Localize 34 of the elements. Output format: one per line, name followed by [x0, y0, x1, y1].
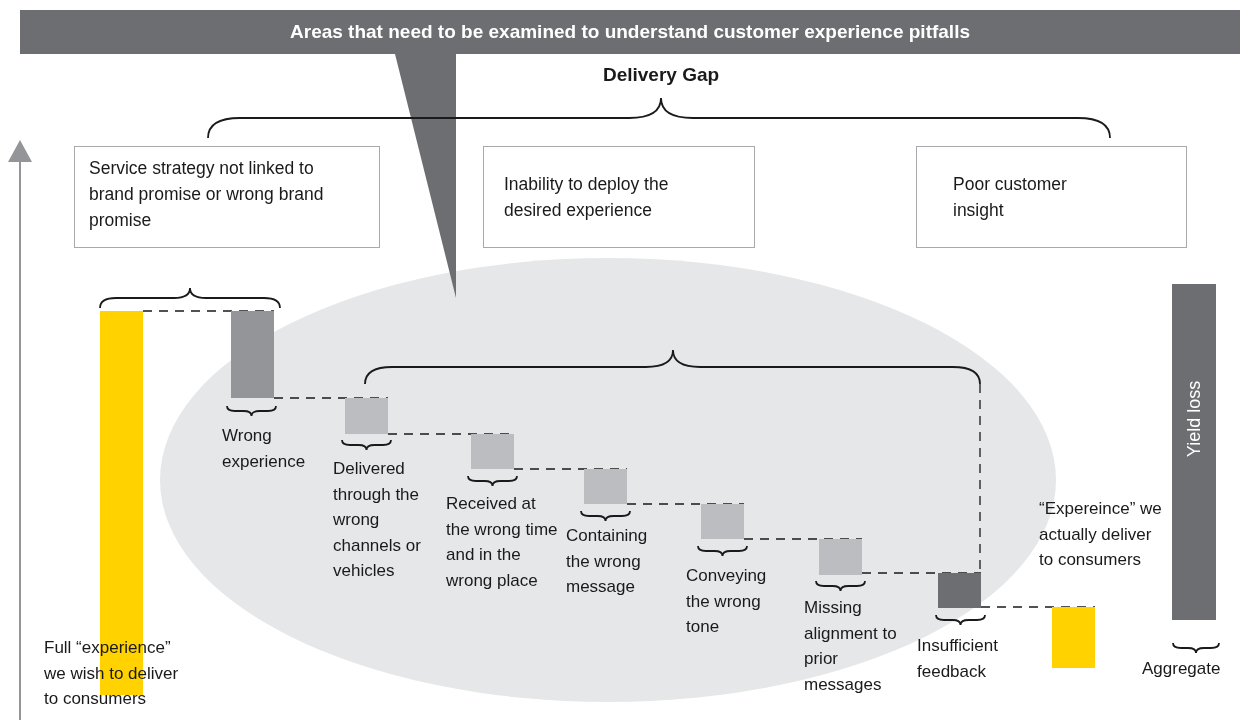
step-label: Received at the wrong time and in the wrong place [446, 493, 558, 592]
step-label: Delivered through the wrong channels or vehicles [333, 458, 422, 582]
step-label: Insufficient feedback [917, 635, 999, 683]
dashed-connector [743, 538, 863, 540]
bar [938, 573, 981, 608]
step-label: “Expereince” we actually deliver to consumers [1039, 498, 1163, 571]
bar [584, 469, 627, 504]
text-box [916, 146, 1187, 248]
box-text: Inability to deploy the desired experience [504, 173, 670, 222]
step-label: Conveying the wrong tone [686, 565, 768, 638]
bar-label: Yield loss [1183, 380, 1205, 458]
bar [819, 539, 862, 575]
dashed-connector [513, 468, 628, 470]
heading: Delivery Gap [602, 63, 720, 87]
bar [471, 434, 514, 469]
bar [231, 311, 274, 398]
dashed-connector [861, 572, 982, 574]
step-label: Containing the wrong message [566, 525, 649, 598]
bar [701, 504, 744, 539]
bar [1172, 284, 1216, 620]
dashed-connector [980, 606, 1096, 608]
dashed-connector [273, 397, 389, 399]
step-label: Missing alignment to prior messages [804, 597, 898, 696]
box-text: Service strategy not linked to brand promise or wrong brand promise [89, 157, 325, 232]
dashed-connector [626, 503, 745, 505]
title-text: Areas that need to be examined to understand customer experience pitfalls [289, 20, 971, 44]
bar [1052, 607, 1095, 668]
box-text: Poor customer insight [953, 173, 1068, 222]
step-label: Wrong experience [222, 425, 307, 473]
step-label: Aggregate [1142, 658, 1222, 680]
text-box [74, 146, 380, 248]
dashed-connector [142, 310, 275, 312]
text-box [483, 146, 755, 248]
bar [345, 398, 388, 434]
